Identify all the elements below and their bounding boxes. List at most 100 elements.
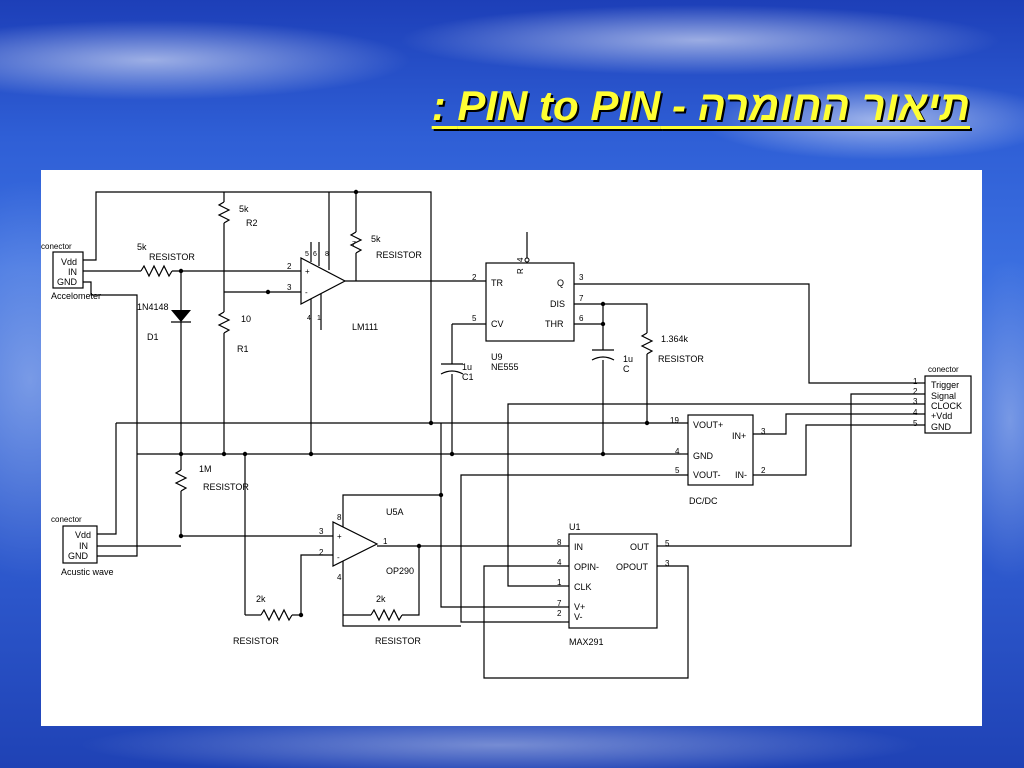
svg-text:6: 6 xyxy=(579,314,584,323)
svg-text:5k: 5k xyxy=(137,242,147,252)
timer-ne555: TR Q DIS CV THR 2 3 7 5 6 U9 NE555 R 4 xyxy=(472,232,584,372)
svg-text:8: 8 xyxy=(325,251,329,258)
svg-text:Vdd: Vdd xyxy=(61,257,77,267)
svg-text:RESISTOR: RESISTOR xyxy=(376,250,422,260)
svg-text:MAX291: MAX291 xyxy=(569,637,604,647)
svg-text:8: 8 xyxy=(557,538,562,547)
svg-text:LM111: LM111 xyxy=(352,322,378,332)
svg-text:7: 7 xyxy=(557,599,562,608)
svg-text:TR: TR xyxy=(491,278,503,288)
svg-text:RESISTOR: RESISTOR xyxy=(375,636,421,646)
svg-text:OUT: OUT xyxy=(630,542,650,552)
svg-text:C1: C1 xyxy=(462,372,474,382)
svg-text:Accelometer: Accelometer xyxy=(51,291,101,301)
svg-text:1.364k: 1.364k xyxy=(661,334,689,344)
svg-text:19: 19 xyxy=(670,416,679,425)
svg-text:IN: IN xyxy=(574,542,583,552)
svg-text:+Vdd: +Vdd xyxy=(931,411,952,421)
capacitor-c: 1u C xyxy=(591,349,633,454)
svg-text:IN+: IN+ xyxy=(732,431,746,441)
svg-text:+: + xyxy=(337,532,342,541)
svg-text:R2: R2 xyxy=(246,218,258,228)
svg-text:conector: conector xyxy=(928,365,959,374)
svg-text:RESISTOR: RESISTOR xyxy=(149,252,195,262)
svg-text:2: 2 xyxy=(287,262,292,271)
svg-text:5: 5 xyxy=(675,466,680,475)
svg-text:Vdd: Vdd xyxy=(75,530,91,540)
acoustic-connector: conector Vdd IN GND Acustic wave xyxy=(51,515,114,577)
svg-text:U9: U9 xyxy=(491,352,503,362)
svg-text:R: R xyxy=(516,268,525,274)
svg-text:5k: 5k xyxy=(371,234,381,244)
capacitor-c1: 1u C1 xyxy=(440,362,474,454)
svg-text:3: 3 xyxy=(913,397,918,406)
resistor-5k-input: 5k RESISTOR xyxy=(137,242,195,278)
svg-text:V+: V+ xyxy=(574,602,585,612)
opamp-op290: + - 3 2 1 8 4 U5A OP290 xyxy=(319,423,461,627)
svg-text:GND: GND xyxy=(57,277,78,287)
resistor-5k-pullup: 5k RESISTOR 7 xyxy=(349,192,422,281)
circuit-schematic: conector Vdd IN GND Accelometer 5k RESIS… xyxy=(41,189,972,679)
svg-text:2: 2 xyxy=(761,466,766,475)
svg-text:1: 1 xyxy=(557,578,562,587)
svg-text:conector: conector xyxy=(41,242,72,251)
comparator-lm111: + - 2 3 LM111 5 6 8 4 1 xyxy=(287,242,378,454)
svg-text:DC/DC: DC/DC xyxy=(689,496,718,506)
svg-text:DIS: DIS xyxy=(550,299,565,309)
svg-text:5: 5 xyxy=(665,539,670,548)
svg-text:1: 1 xyxy=(913,377,918,386)
svg-text:D1: D1 xyxy=(147,332,159,342)
svg-text:Q: Q xyxy=(557,278,564,288)
svg-text:OPIN-: OPIN- xyxy=(574,562,599,572)
svg-text:3: 3 xyxy=(665,559,670,568)
svg-text:conector: conector xyxy=(51,515,82,524)
svg-text:IN: IN xyxy=(68,267,77,277)
svg-text:4: 4 xyxy=(307,315,311,322)
svg-text:GND: GND xyxy=(931,422,952,432)
svg-text:3: 3 xyxy=(319,527,324,536)
svg-text:2: 2 xyxy=(913,387,918,396)
svg-text:3: 3 xyxy=(761,427,766,436)
svg-text:5: 5 xyxy=(913,419,918,428)
svg-text:GND: GND xyxy=(693,451,714,461)
svg-text:IN: IN xyxy=(79,541,88,551)
resistor-2k-a: 2k RESISTOR xyxy=(233,594,301,646)
diode-d1: 1N4148 D1 xyxy=(137,271,191,454)
svg-text:4: 4 xyxy=(675,447,680,456)
svg-text:1M: 1M xyxy=(199,464,212,474)
resistor-2k-b: 2k RESISTOR xyxy=(343,546,421,646)
svg-text:5: 5 xyxy=(472,314,477,323)
svg-text:Signal: Signal xyxy=(931,391,956,401)
svg-text:1N4148: 1N4148 xyxy=(137,302,169,312)
svg-text:3: 3 xyxy=(287,283,292,292)
svg-text:5k: 5k xyxy=(239,204,249,214)
svg-text:+: + xyxy=(305,267,310,276)
svg-text:7: 7 xyxy=(579,294,584,303)
svg-text:2: 2 xyxy=(319,548,324,557)
svg-text:OPOUT: OPOUT xyxy=(616,562,649,572)
svg-text:7: 7 xyxy=(352,241,356,248)
svg-text:CLK: CLK xyxy=(574,582,592,592)
svg-text:3: 3 xyxy=(579,273,584,282)
svg-text:NE555: NE555 xyxy=(491,362,519,372)
svg-text:1u: 1u xyxy=(462,362,472,372)
svg-text:1u: 1u xyxy=(623,354,633,364)
svg-text:8: 8 xyxy=(337,513,342,522)
svg-text:2k: 2k xyxy=(376,594,386,604)
svg-text:R1: R1 xyxy=(237,344,249,354)
svg-text:IN-: IN- xyxy=(735,470,747,480)
filter-max291: IN OPIN- CLK V+ V- OUT OPOUT 8 4 1 7 2 5… xyxy=(557,522,670,647)
svg-text:4: 4 xyxy=(557,558,562,567)
svg-text:2: 2 xyxy=(472,273,477,282)
svg-text:1: 1 xyxy=(383,537,388,546)
svg-text:6: 6 xyxy=(313,251,317,258)
svg-text:THR: THR xyxy=(545,319,564,329)
svg-text:V-: V- xyxy=(574,612,583,622)
resistor-r1: 10 R1 xyxy=(217,311,251,354)
svg-text:VOUT+: VOUT+ xyxy=(693,420,723,430)
svg-text:1: 1 xyxy=(317,315,321,322)
svg-text:4: 4 xyxy=(337,573,342,582)
svg-text:-: - xyxy=(305,288,308,297)
svg-text:Acustic wave: Acustic wave xyxy=(61,567,114,577)
svg-text:U5A: U5A xyxy=(386,507,404,517)
